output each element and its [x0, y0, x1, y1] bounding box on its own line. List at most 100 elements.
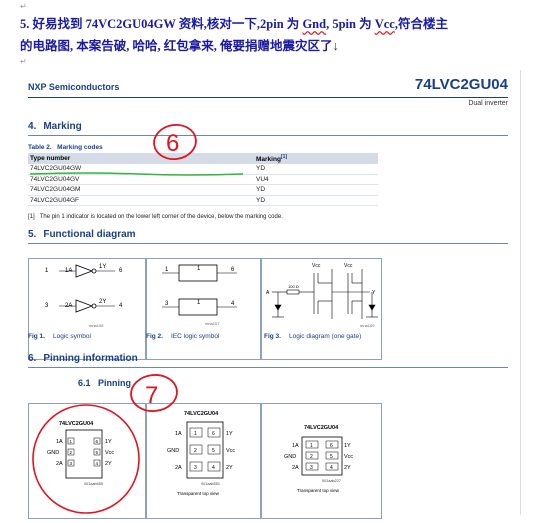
- svg-text:100 Ω: 100 Ω: [288, 284, 299, 289]
- svg-text:1: 1: [70, 439, 73, 444]
- svg-text:1: 1: [45, 268, 49, 274]
- svg-text:1A: 1A: [292, 443, 299, 449]
- svg-text:Transparent top view: Transparent top view: [177, 491, 220, 496]
- figure-logic-diagram: Vcc Vcc A Y 100 Ω: [261, 258, 382, 360]
- svg-text:1: 1: [310, 443, 313, 449]
- svg-text:6: 6: [330, 443, 333, 449]
- iec-symbol-diagram: 1 1 6 3 1 4 mna107: [162, 264, 237, 326]
- svg-text:GND: GND: [284, 454, 296, 460]
- table-header-row: Type number Marking[1]: [28, 153, 378, 165]
- svg-text:3: 3: [194, 465, 197, 471]
- svg-text:001aab655: 001aab655: [84, 482, 103, 486]
- figure-logic-symbol: 1 1A 1Y 6 3 2A 2Y 4 mna108: [28, 258, 146, 360]
- svg-text:5: 5: [330, 454, 333, 460]
- annotation-circle-package: [32, 404, 140, 514]
- svg-text:7: 7: [145, 382, 158, 409]
- pinout-diagram-3: 74LVC2GU04 1 2 3 6 5 4 1A GND 2A 1Y Vcc …: [284, 425, 353, 493]
- svg-text:Vcc: Vcc: [105, 450, 114, 456]
- footnote-ref[interactable]: [1]: [280, 154, 288, 160]
- svg-text:Vcc: Vcc: [312, 263, 321, 269]
- pinout-diagram-2: 74LVC2GU04 1 2 3 6 5 4 1A GND 2A 1Y Vcc …: [167, 411, 235, 496]
- intro-suffix: ,符合楼主: [394, 17, 448, 31]
- svg-text:Vcc: Vcc: [344, 454, 353, 460]
- svg-text:1A: 1A: [175, 431, 182, 437]
- fig1-caption: Fig 1.Logic symbol: [28, 333, 91, 340]
- svg-text:2A: 2A: [292, 465, 299, 471]
- svg-text:3: 3: [310, 465, 313, 471]
- paragraph-mark: ↵: [20, 2, 27, 11]
- svg-text:74LVC2GU04: 74LVC2GU04: [184, 411, 219, 417]
- intro-prefix: 5. 好易找到 74VC2GU04GW 资料,核对一下,2pin 为: [20, 17, 303, 31]
- svg-text:4: 4: [119, 303, 123, 309]
- svg-text:Vcc: Vcc: [344, 263, 353, 269]
- svg-text:4: 4: [212, 465, 215, 471]
- svg-text:74LVC2GU04: 74LVC2GU04: [59, 421, 94, 427]
- svg-text:3: 3: [165, 301, 169, 307]
- annotation-circle-7: 7: [130, 374, 178, 412]
- company-name: NXP Semiconductors: [28, 82, 120, 92]
- col-type-number: Type number: [28, 153, 254, 165]
- svg-text:5: 5: [96, 450, 99, 455]
- logic-diagram: Vcc Vcc A Y 100 Ω: [266, 263, 378, 328]
- table-footnote: [1] The pin 1 indicator is located on th…: [28, 214, 283, 220]
- pinout-package-1: 74LVC2GU04 1 2 3 6 5 4 1A GND 2A 1Y Vcc …: [28, 403, 146, 519]
- pinout-package-2: 74LVC2GU04 1 2 3 6 5 4 1A GND 2A 1Y Vcc …: [146, 403, 261, 519]
- annotation-circle-6: 6: [153, 124, 197, 160]
- svg-text:74LVC2GU04: 74LVC2GU04: [304, 425, 339, 431]
- table-caption: Table 2. Marking codes: [28, 144, 103, 151]
- svg-text:6: 6: [119, 268, 123, 274]
- gnd-word: Gnd: [302, 17, 327, 31]
- svg-text:1: 1: [165, 267, 169, 273]
- datasheet-image: NXP Semiconductors 74LVC2GU04 Dual inver…: [20, 70, 521, 519]
- svg-text:mna107: mna107: [205, 321, 220, 326]
- svg-text:mna108: mna108: [89, 323, 104, 328]
- svg-text:2A: 2A: [175, 465, 182, 471]
- section-pinning-heading: 6.Pinning information: [28, 353, 138, 364]
- fig3-caption: Fig 3.Logic diagram (one gate): [264, 333, 362, 340]
- svg-text:6: 6: [231, 267, 235, 273]
- svg-text:001aab551: 001aab551: [201, 482, 220, 486]
- svg-text:1Y: 1Y: [226, 431, 233, 437]
- svg-text:6: 6: [212, 431, 215, 437]
- svg-text:GND: GND: [47, 450, 59, 456]
- svg-text:6: 6: [166, 130, 179, 157]
- svg-text:Y: Y: [372, 290, 376, 296]
- svg-text:A: A: [266, 290, 270, 296]
- svg-text:6: 6: [96, 439, 99, 444]
- svg-text:2: 2: [310, 454, 313, 460]
- svg-text:1Y: 1Y: [99, 264, 106, 270]
- svg-text:2: 2: [70, 450, 73, 455]
- part-number: 74LVC2GU04: [414, 76, 508, 93]
- intro-line-1: 5. 好易找到 74VC2GU04GW 资料,核对一下,2pin 为 Gnd, …: [20, 13, 448, 32]
- figure-iec-symbol: 1 1 6 3 1 4 mna107: [146, 258, 261, 360]
- svg-text:mna109: mna109: [360, 323, 375, 328]
- svg-text:Transparent top view: Transparent top view: [297, 488, 340, 493]
- section-rule: [28, 367, 508, 368]
- part-subtitle: Dual inverter: [468, 100, 508, 107]
- svg-text:1: 1: [197, 300, 201, 306]
- svg-text:2Y: 2Y: [226, 465, 233, 471]
- paragraph-mark: ↵: [20, 57, 27, 66]
- svg-text:4: 4: [96, 461, 99, 466]
- header-rule: [28, 97, 508, 98]
- intro-mid: , 5pin 为: [326, 17, 375, 31]
- svg-text:Vcc: Vcc: [226, 448, 235, 454]
- svg-text:1: 1: [197, 266, 201, 272]
- fig2-caption: Fig 2.IEC logic symbol: [146, 333, 220, 340]
- svg-text:2A: 2A: [56, 461, 63, 467]
- section-rule: [28, 243, 508, 244]
- svg-text:2Y: 2Y: [105, 461, 112, 467]
- svg-text:3: 3: [45, 303, 49, 309]
- svg-text:5: 5: [212, 448, 215, 454]
- logic-symbol-diagram: 1 1A 1Y 6 3 2A 2Y 4 mna108: [45, 264, 123, 328]
- svg-text:4: 4: [330, 465, 333, 471]
- pinout-package-3: 74LVC2GU04 1 2 3 6 5 4 1A GND 2A 1Y Vcc …: [261, 403, 382, 519]
- section-functional-heading: 5.Functional diagram: [28, 229, 136, 240]
- svg-text:2: 2: [194, 448, 197, 454]
- col-marking: Marking[1]: [254, 153, 378, 165]
- svg-text:1A: 1A: [56, 439, 63, 445]
